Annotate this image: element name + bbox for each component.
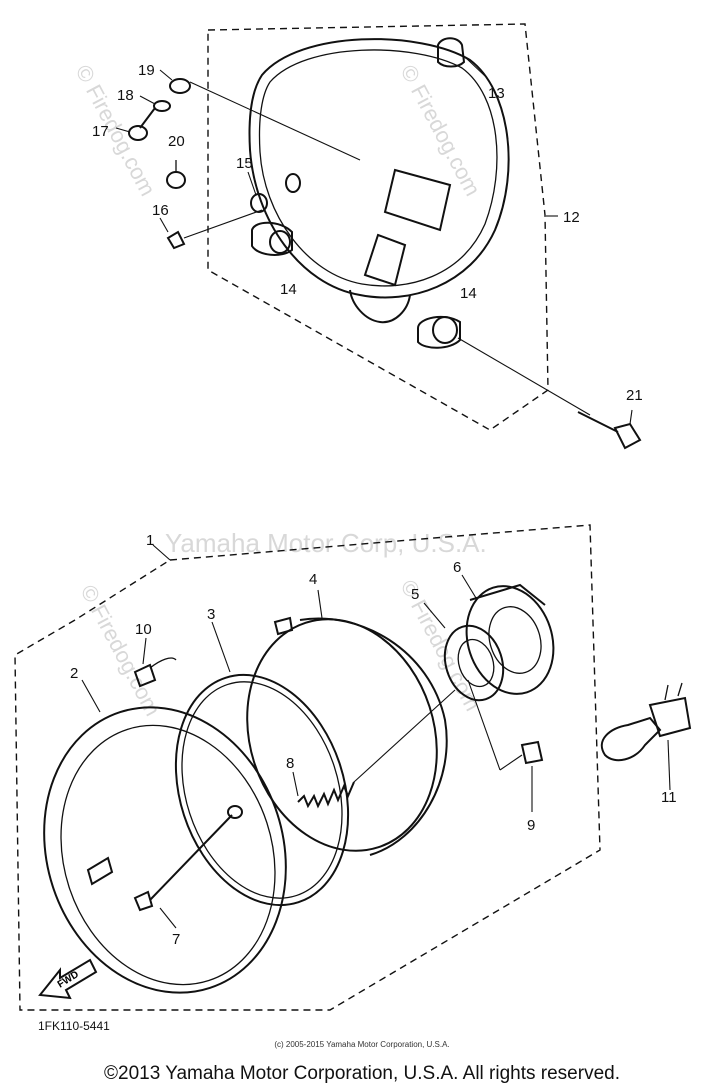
callout-5: 5 (411, 586, 419, 603)
part-18-washer (153, 100, 171, 112)
watermark-main: Yamaha Motor Corp, U.S.A. (165, 528, 487, 558)
callout-2: 2 (70, 665, 78, 682)
copyright-notice: ©2013 Yamaha Motor Corporation, U.S.A. A… (104, 1063, 620, 1084)
part-21-bolt (577, 411, 642, 450)
callout-21: 21 (626, 387, 643, 404)
part-6-socket-cover (465, 583, 555, 695)
part-3-retaining-ring (174, 673, 350, 907)
watermark-site-4: © Firedog.com (396, 576, 486, 715)
part-14-grommet-left (251, 221, 293, 256)
callout-3: 3 (207, 606, 215, 623)
headlight-unit-boundary (14, 524, 601, 1011)
part-15-grommet (250, 193, 268, 213)
callout-14-left: 14 (280, 281, 297, 298)
callout-1: 1 (146, 532, 154, 549)
diagram-code: 1FK110-5441 (38, 1019, 110, 1033)
part-5-socket-ring (443, 624, 505, 702)
callout-12: 12 (563, 209, 580, 226)
part-2-headlight-rim (43, 706, 287, 994)
watermark-site-3: © Firedog.com (76, 581, 166, 720)
part-8-adjusting-spring (297, 689, 456, 809)
callout-11: 11 (661, 789, 677, 806)
part-10-clip (133, 657, 177, 688)
part-7-adjusting-screw (133, 805, 243, 912)
callout-17: 17 (92, 123, 109, 140)
part-11-bulb (600, 682, 692, 762)
callout-14-right: 14 (460, 285, 477, 302)
callout-13: 13 (488, 85, 505, 102)
part-4-headlight-lens (246, 616, 448, 856)
callout-7: 7 (172, 931, 180, 948)
callout-9: 9 (527, 817, 535, 834)
part-14-grommet-right (417, 315, 461, 349)
callout-18: 18 (117, 87, 134, 104)
callout-15: 15 (236, 155, 253, 172)
part-13-socket-cap (437, 37, 466, 68)
part-17-bolt (128, 107, 156, 141)
part-19-washer (169, 78, 191, 94)
callout-16: 16 (152, 202, 169, 219)
callout-20: 20 (168, 133, 185, 150)
part-16-screw (166, 209, 263, 250)
callout-19: 19 (138, 62, 155, 79)
part-20-nut (166, 160, 186, 189)
fwd-arrow-icon: FWD (38, 958, 98, 1000)
callout-8: 8 (286, 755, 294, 772)
watermark-site-2: © Firedog.com (396, 61, 486, 200)
callout-10: 10 (135, 621, 152, 638)
headlight-housing (248, 38, 510, 324)
small-credit: (c) 2005-2015 Yamaha Motor Corporation, … (274, 1040, 450, 1049)
part-9-nut (467, 679, 544, 771)
callout-4: 4 (309, 571, 317, 588)
callout-6: 6 (453, 559, 461, 576)
